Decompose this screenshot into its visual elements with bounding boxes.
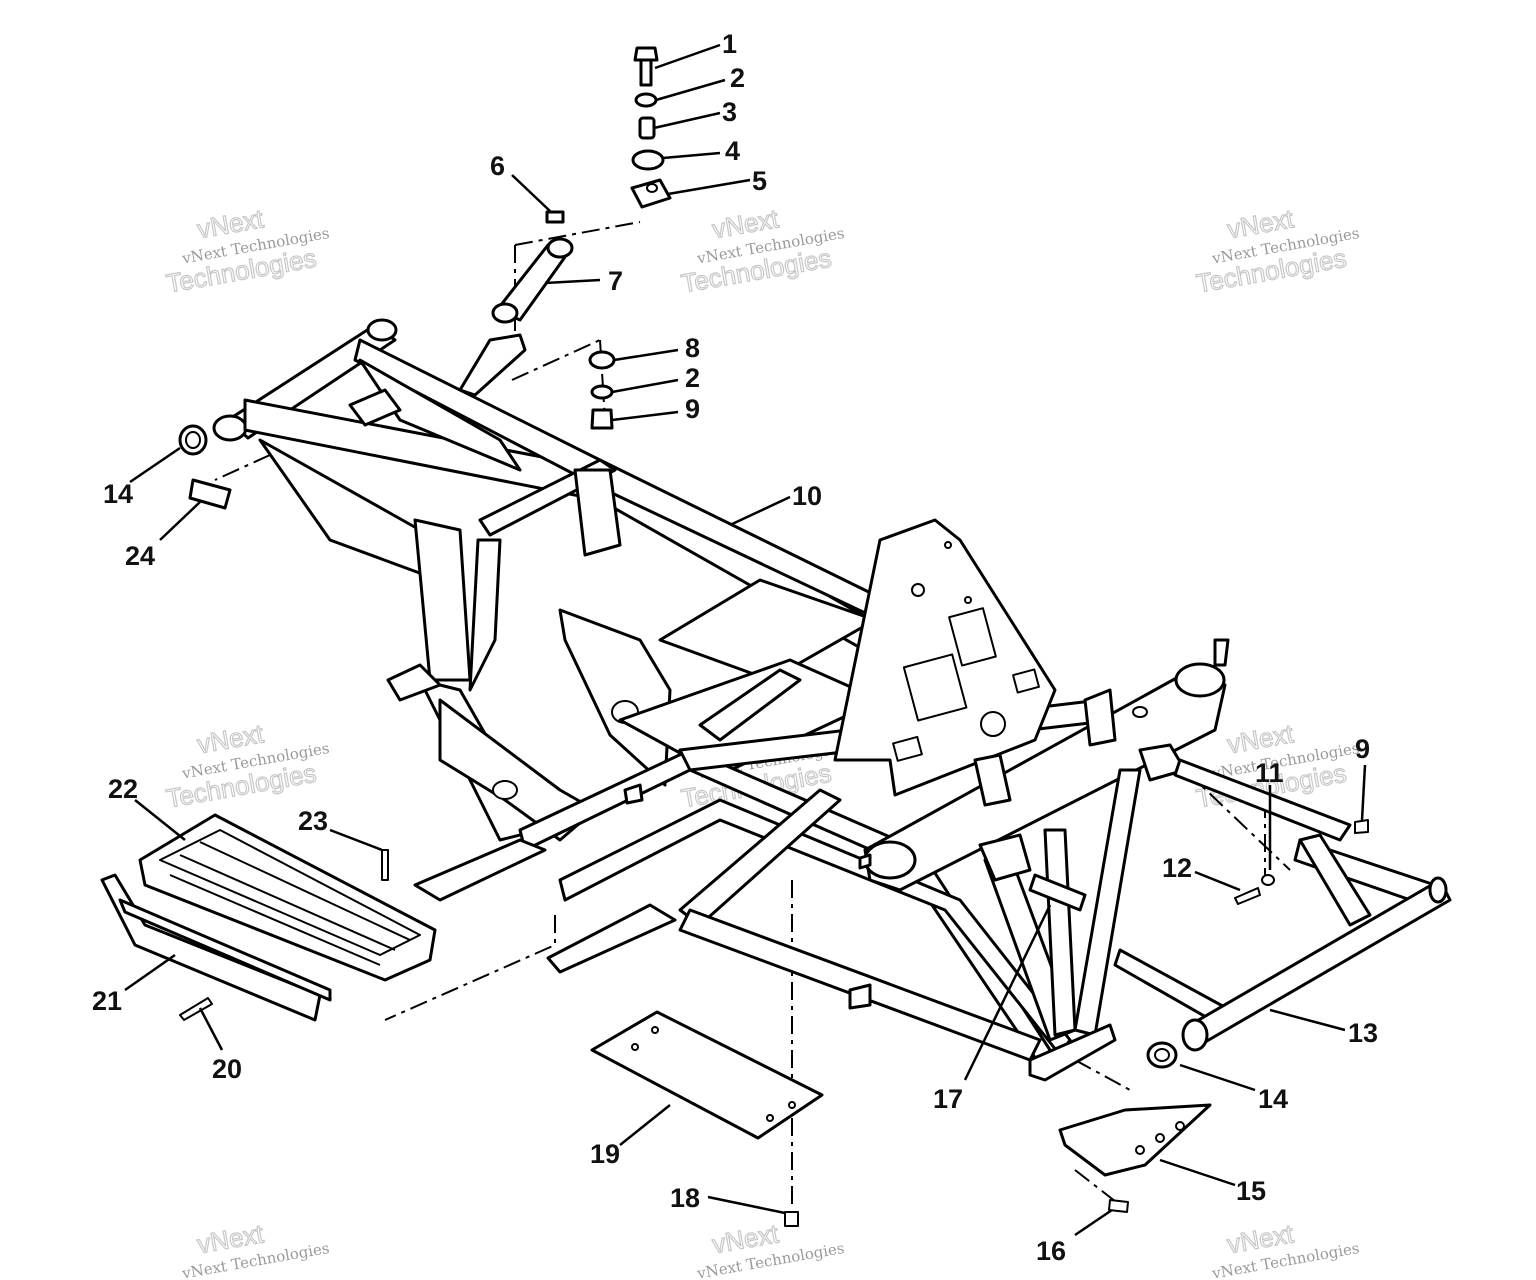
part-3-spacer [638,116,656,140]
callout-23: 23 [298,806,328,836]
part-20-screw [179,997,213,1021]
callout-1: 1 [722,29,737,59]
callout-4: 4 [725,136,740,166]
callout-labels: 1 2 3 4 5 6 7 8 2 9 10 14 24 22 23 21 20… [92,29,1378,1266]
callout-3: 3 [722,97,737,127]
callout-12: 12 [1162,853,1192,883]
callout-13: 13 [1348,1018,1378,1048]
callout-leaders [124,43,1367,1237]
part-5-bracket [630,178,672,209]
callout-20: 20 [212,1054,242,1084]
part-15-bracket [1058,1103,1212,1177]
watermark-bottom-left: vNext vNext Technologies [180,1218,331,1280]
callout-14-right: 14 [1258,1084,1288,1114]
callout-6: 6 [490,151,505,181]
part-7-brace [458,237,574,397]
part-16-screw [1108,1199,1129,1213]
part-12-bolt [1234,887,1261,905]
callout-14-left: 14 [103,479,133,509]
watermark-bottom-right: vNext vNext Technologies [1210,1218,1361,1280]
watermark-bottom-center: vNext vNext Technologies [695,1218,846,1280]
callout-24: 24 [125,541,155,571]
part-21-bumper [100,873,332,1022]
part-24-label [188,478,232,510]
watermark-top-center: vNext vNext Technologies Technologies [678,203,845,300]
part-2-washer [634,92,658,108]
watermark-mid-left: vNext vNext Technologies Technologies [163,718,330,815]
part-1-bolt [633,46,659,87]
part-14-bushing-right [1146,1041,1178,1069]
watermark-top-left: vNext vNext Technologies Technologies [163,203,330,300]
callout-21: 21 [92,986,122,1016]
part-22-rack [138,813,437,982]
part-11-washer [1261,874,1275,886]
callout-11: 11 [1255,758,1284,788]
part-23-fastener [381,849,389,881]
callout-10: 10 [792,481,822,511]
part-14-bushing-left [178,424,208,456]
callout-9-right: 9 [1355,734,1370,764]
callout-2-lower: 2 [685,363,700,393]
callout-5: 5 [752,166,767,196]
watermark-top-right: vNext vNext Technologies Technologies [1193,203,1360,300]
callout-17: 17 [933,1084,963,1114]
callout-19: 19 [590,1139,620,1169]
part-9-nut-right [1354,819,1369,834]
part-19-skid-plate [590,1010,824,1140]
part-13-tube-assembly [1113,758,1452,1052]
part-2-lower-washer [590,384,614,400]
main-frame [212,318,1230,1082]
part-9-nut [590,408,614,430]
part-8-washer [588,350,616,370]
callout-15: 15 [1236,1176,1266,1206]
callout-22: 22 [108,774,138,804]
callout-8: 8 [685,333,700,363]
callout-9: 9 [685,394,700,424]
callout-18: 18 [670,1183,700,1213]
callout-16: 16 [1036,1236,1066,1266]
callout-7: 7 [608,266,623,296]
part-18-screw [784,1211,799,1227]
callout-2: 2 [730,63,745,93]
part-6-stud [545,210,565,224]
part-4-grommet [631,149,665,171]
